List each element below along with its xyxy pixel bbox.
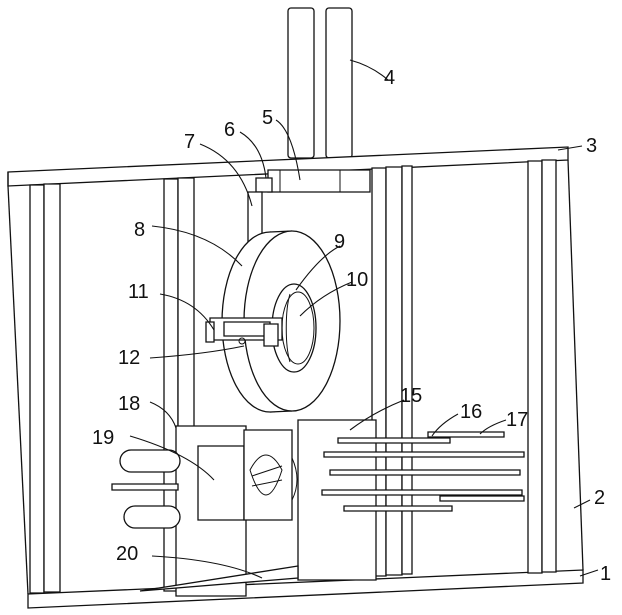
label-19: 19 (92, 427, 114, 449)
base-wedge (140, 566, 298, 591)
left-posts (8, 172, 60, 594)
leader-lines (130, 60, 598, 578)
label-17: 17 (506, 409, 528, 431)
right-side-frame (528, 160, 583, 573)
label-6: 6 (224, 119, 235, 141)
label-8: 8 (134, 219, 145, 241)
callout-labels: 4 3 5 6 7 8 9 10 11 12 15 16 17 18 19 2 … (92, 67, 611, 585)
label-3: 3 (586, 135, 597, 157)
label-20: 20 (116, 543, 138, 565)
label-4: 4 (384, 67, 395, 89)
label-15: 15 (400, 385, 422, 407)
right-block (298, 420, 524, 580)
top-rods (288, 8, 352, 158)
clamp-assembly (206, 318, 282, 346)
label-2: 2 (594, 487, 605, 509)
base-frame (28, 570, 583, 608)
label-10: 10 (346, 269, 368, 291)
label-1: 1 (600, 563, 611, 585)
left-rods (112, 450, 180, 528)
label-7: 7 (184, 131, 195, 153)
label-16: 16 (460, 401, 482, 423)
label-12: 12 (118, 347, 140, 369)
label-11: 11 (128, 281, 149, 303)
label-18: 18 (118, 393, 140, 415)
label-9: 9 (334, 231, 345, 253)
label-5: 5 (262, 107, 273, 129)
